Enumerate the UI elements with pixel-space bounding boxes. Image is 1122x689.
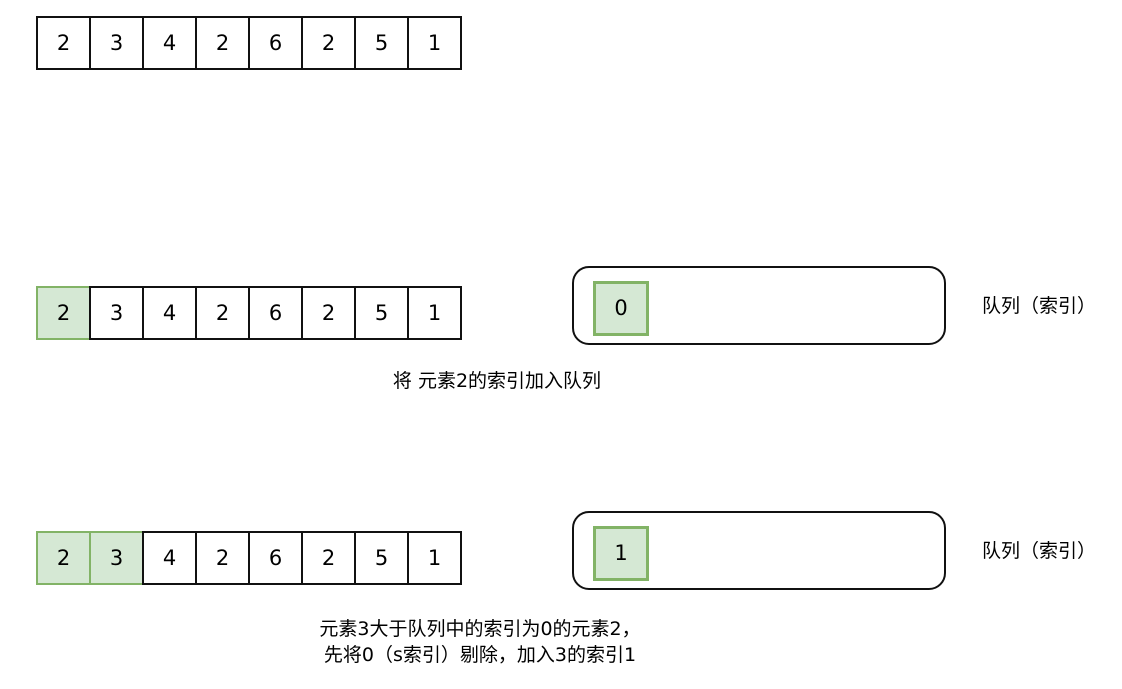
caption-line: 先将0（s索引）剔除，加入3的索引1	[323, 644, 637, 666]
array-cell-highlighted: 2	[36, 531, 91, 585]
array-cell: 4	[142, 531, 197, 585]
queue-label-step-push: 队列（索引）	[982, 295, 1097, 317]
queue-container-step-pop-push: 1	[572, 511, 946, 590]
array-cell: 2	[195, 286, 250, 340]
array-cell: 2	[36, 16, 91, 70]
array-cell: 4	[142, 16, 197, 70]
array-cell: 6	[248, 286, 303, 340]
queue-item: 1	[593, 526, 649, 581]
array-cell-highlighted: 2	[36, 286, 91, 340]
array-cell: 5	[354, 531, 409, 585]
array-cell: 4	[142, 286, 197, 340]
array-cell: 2	[301, 531, 356, 585]
array-cell: 3	[89, 16, 144, 70]
queue-item: 0	[593, 281, 649, 336]
array-initial: 2 3 4 2 6 2 5 1	[36, 16, 462, 70]
array-cell: 2	[195, 16, 250, 70]
array-step-pop-push: 2 3 4 2 6 2 5 1	[36, 531, 462, 585]
caption-line: 将 元素2的索引加入队列	[392, 370, 602, 392]
queue-container-step-push: 0	[572, 266, 946, 345]
array-cell: 2	[301, 16, 356, 70]
array-cell: 6	[248, 16, 303, 70]
array-cell: 2	[195, 531, 250, 585]
array-cell: 3	[89, 286, 144, 340]
array-cell: 1	[407, 531, 462, 585]
caption-line: 元素3大于队列中的索引为0的元素2，	[319, 618, 641, 640]
array-cell: 2	[301, 286, 356, 340]
array-cell-highlighted: 3	[89, 531, 144, 585]
caption-step-push: 将 元素2的索引加入队列	[393, 368, 601, 394]
queue-label-step-pop-push: 队列（索引）	[982, 540, 1097, 562]
array-cell: 1	[407, 16, 462, 70]
array-cell: 5	[354, 16, 409, 70]
array-step-push: 2 3 4 2 6 2 5 1	[36, 286, 462, 340]
array-cell: 5	[354, 286, 409, 340]
caption-step-pop-push: 元素3大于队列中的索引为0的元素2， 先将0（s索引）剔除，加入3的索引1	[319, 616, 640, 668]
array-cell: 1	[407, 286, 462, 340]
array-cell: 6	[248, 531, 303, 585]
